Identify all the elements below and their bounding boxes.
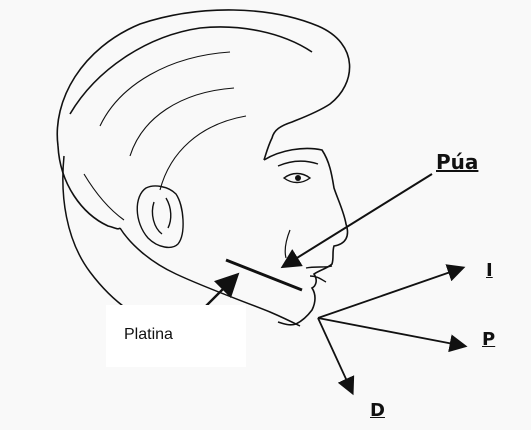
platina-arrow	[206, 276, 236, 306]
vector-d-arrow	[318, 318, 352, 392]
eyebrow	[278, 161, 318, 166]
jaw-neck	[63, 156, 300, 326]
pua-label: Púa	[436, 152, 478, 172]
ear-outline	[137, 186, 183, 247]
cheek-crease	[285, 230, 290, 258]
vector-p-arrow	[318, 318, 464, 346]
vector-p-label: P	[482, 331, 495, 349]
vector-d-label: D	[370, 402, 385, 420]
vector-i-label: I	[486, 262, 493, 280]
pua-pointer-line	[284, 174, 432, 266]
eye-pupil	[295, 175, 301, 181]
vector-i-arrow	[318, 268, 462, 318]
platina-plate	[226, 260, 302, 290]
mouth	[306, 266, 332, 282]
hair-strokes	[84, 52, 246, 220]
hair-outline	[57, 10, 349, 229]
platina-label: Platina	[124, 327, 173, 343]
